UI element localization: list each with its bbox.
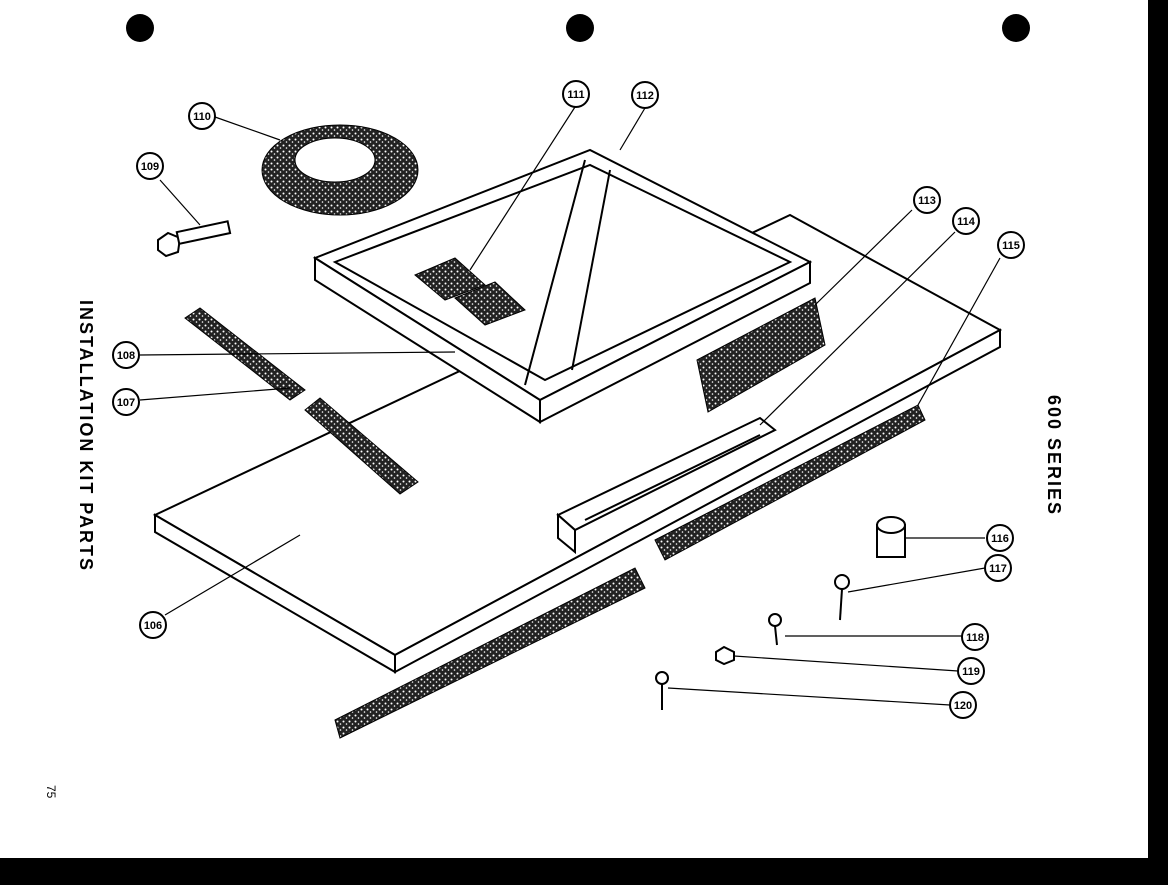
svg-text:111: 111 bbox=[567, 89, 584, 101]
svg-text:106: 106 bbox=[144, 620, 162, 632]
callout-120: 120 bbox=[949, 691, 977, 719]
bolt-109 bbox=[157, 220, 232, 258]
frame-112 bbox=[312, 148, 813, 424]
scan-bottom-edge bbox=[0, 858, 1168, 885]
callout-116: 116 bbox=[986, 524, 1014, 552]
svg-text:116: 116 bbox=[991, 533, 1009, 545]
screw-120 bbox=[655, 671, 669, 710]
callout-111: 111 bbox=[562, 80, 590, 108]
page-title: INSTALLATION KIT PARTS bbox=[76, 300, 96, 572]
foam-block-113 bbox=[696, 297, 826, 413]
callout-118: 118 bbox=[961, 623, 989, 651]
svg-text:119: 119 bbox=[962, 666, 980, 678]
callout-106: 106 bbox=[139, 611, 167, 639]
callout-110: 110 bbox=[188, 102, 216, 130]
foam-strip-lower bbox=[334, 567, 646, 739]
callout-119: 119 bbox=[957, 657, 985, 685]
binder-hole-left bbox=[126, 14, 154, 42]
nut-119 bbox=[715, 645, 735, 666]
leader-lines bbox=[139, 106, 1001, 706]
svg-text:108: 108 bbox=[117, 350, 135, 362]
callout-112: 112 bbox=[631, 81, 659, 109]
foam-roll-110 bbox=[261, 124, 419, 216]
callout-109: 109 bbox=[136, 152, 164, 180]
svg-text:109: 109 bbox=[141, 161, 159, 173]
page-number: 75 bbox=[44, 785, 58, 799]
svg-text:114: 114 bbox=[957, 216, 976, 228]
svg-text:113: 113 bbox=[918, 195, 936, 207]
svg-text:110: 110 bbox=[193, 111, 211, 123]
binder-hole-center bbox=[566, 14, 594, 42]
binder-hole-right bbox=[1002, 14, 1030, 42]
foam-strip-115 bbox=[654, 404, 926, 561]
svg-text:117: 117 bbox=[989, 563, 1007, 575]
svg-text:112: 112 bbox=[636, 90, 654, 102]
svg-text:118: 118 bbox=[966, 632, 984, 644]
foam-strip-107 bbox=[304, 397, 419, 495]
callout-113: 113 bbox=[913, 186, 941, 214]
svg-text:120: 120 bbox=[954, 700, 972, 712]
svg-text:115: 115 bbox=[1002, 240, 1020, 252]
svg-text:107: 107 bbox=[117, 397, 135, 409]
screw-118 bbox=[768, 613, 782, 646]
callout-108: 108 bbox=[112, 341, 140, 369]
callout-117: 117 bbox=[984, 554, 1012, 582]
screw-117 bbox=[834, 574, 850, 621]
series-label: 600 SERIES bbox=[1044, 395, 1064, 517]
channel-114 bbox=[556, 416, 777, 555]
callout-114: 114 bbox=[952, 207, 980, 235]
foam-pads-111 bbox=[414, 257, 526, 326]
sleeve-116 bbox=[876, 516, 906, 558]
callout-115: 115 bbox=[997, 231, 1025, 259]
callout-107: 107 bbox=[112, 388, 140, 416]
